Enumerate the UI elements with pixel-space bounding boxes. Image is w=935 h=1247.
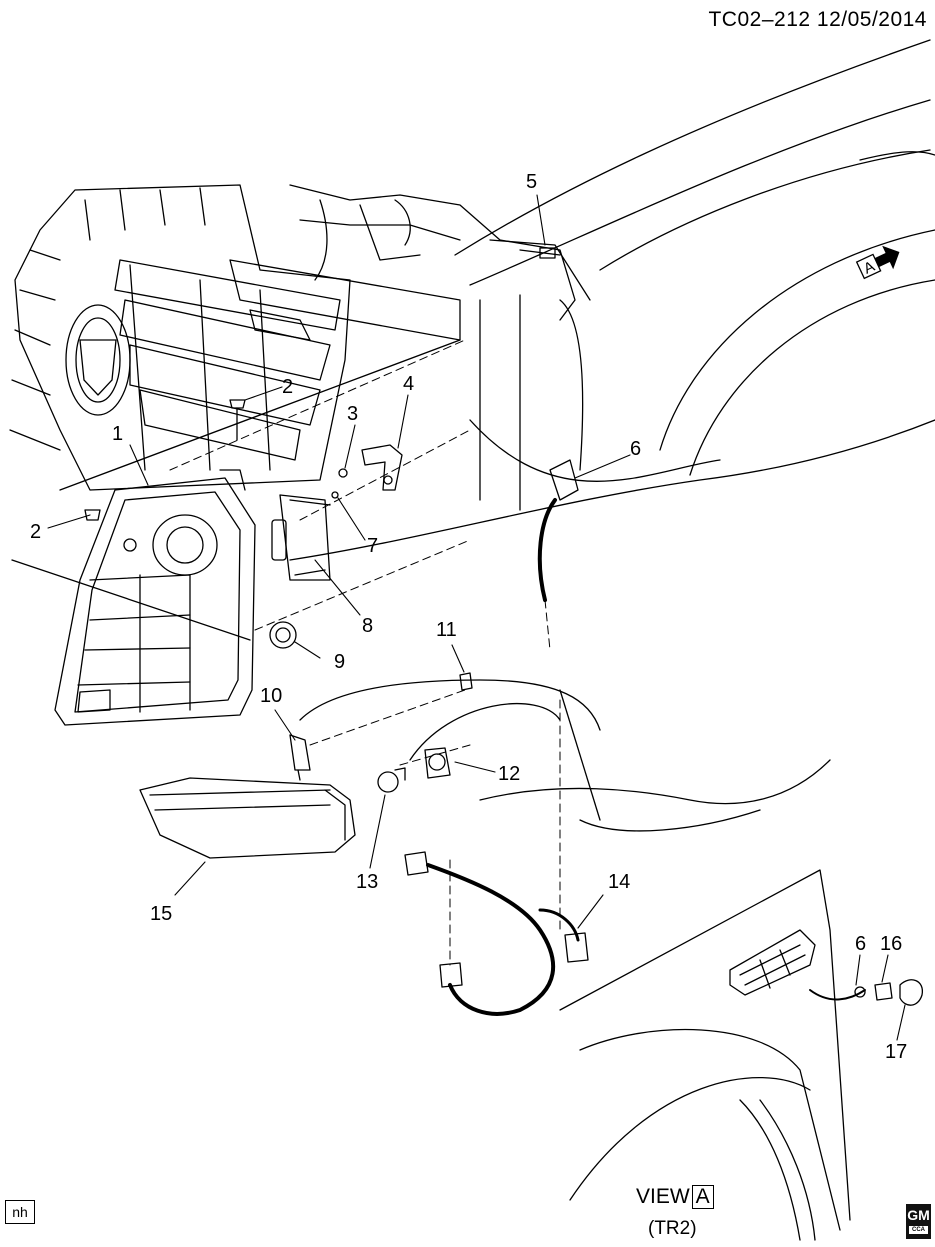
callout-8: 8 [362,615,373,637]
view-label-prefix: VIEW [636,1185,690,1208]
diagram-code-date: TC02–212 12/05/2014 [708,8,927,31]
callout-6: 6 [630,438,641,460]
callouts: 1 2 2 3 4 5 6 7 8 9 10 11 12 13 14 15 6 … [30,171,907,1063]
gm-logo: GM CCA [906,1204,931,1239]
view-label-letter: A [691,1185,714,1209]
callout-1: 1 [112,423,123,445]
fender-body-outline [11,39,935,832]
callout-10: 10 [260,685,282,707]
control-module [271,494,331,581]
callout-16: 16 [880,933,902,955]
callout-13: 13 [356,871,378,893]
corner-tag: nh [5,1200,35,1224]
fog-lamp-assembly [139,777,356,859]
callout-6-inset: 6 [855,933,866,955]
callout-17: 17 [885,1041,907,1063]
callout-3: 3 [347,403,358,425]
callout-11: 11 [436,619,457,641]
gm-logo-sub: CCA [909,1226,928,1234]
callout-7: 7 [367,535,378,557]
callout-12: 12 [498,763,520,785]
callout-2-left: 2 [30,521,41,543]
bulbs-sockets [269,621,451,793]
grille [9,184,351,491]
gm-logo-text: GM [907,1207,930,1223]
callout-2-upper: 2 [282,376,293,398]
callout-5: 5 [526,171,537,193]
view-a-arrow-icon: A [855,245,900,280]
view-a-inset [559,869,923,1241]
callout-14: 14 [608,871,630,893]
variant-code: (TR2) [648,1218,697,1239]
callout-9: 9 [334,651,345,673]
leader-lines [47,194,906,1041]
callout-4: 4 [403,373,414,395]
callout-15: 15 [150,903,172,925]
alignment-lines [169,339,561,966]
headlamp-assembly [54,469,256,726]
mounting-bracket [361,444,403,491]
wiring-harness [404,459,589,1016]
